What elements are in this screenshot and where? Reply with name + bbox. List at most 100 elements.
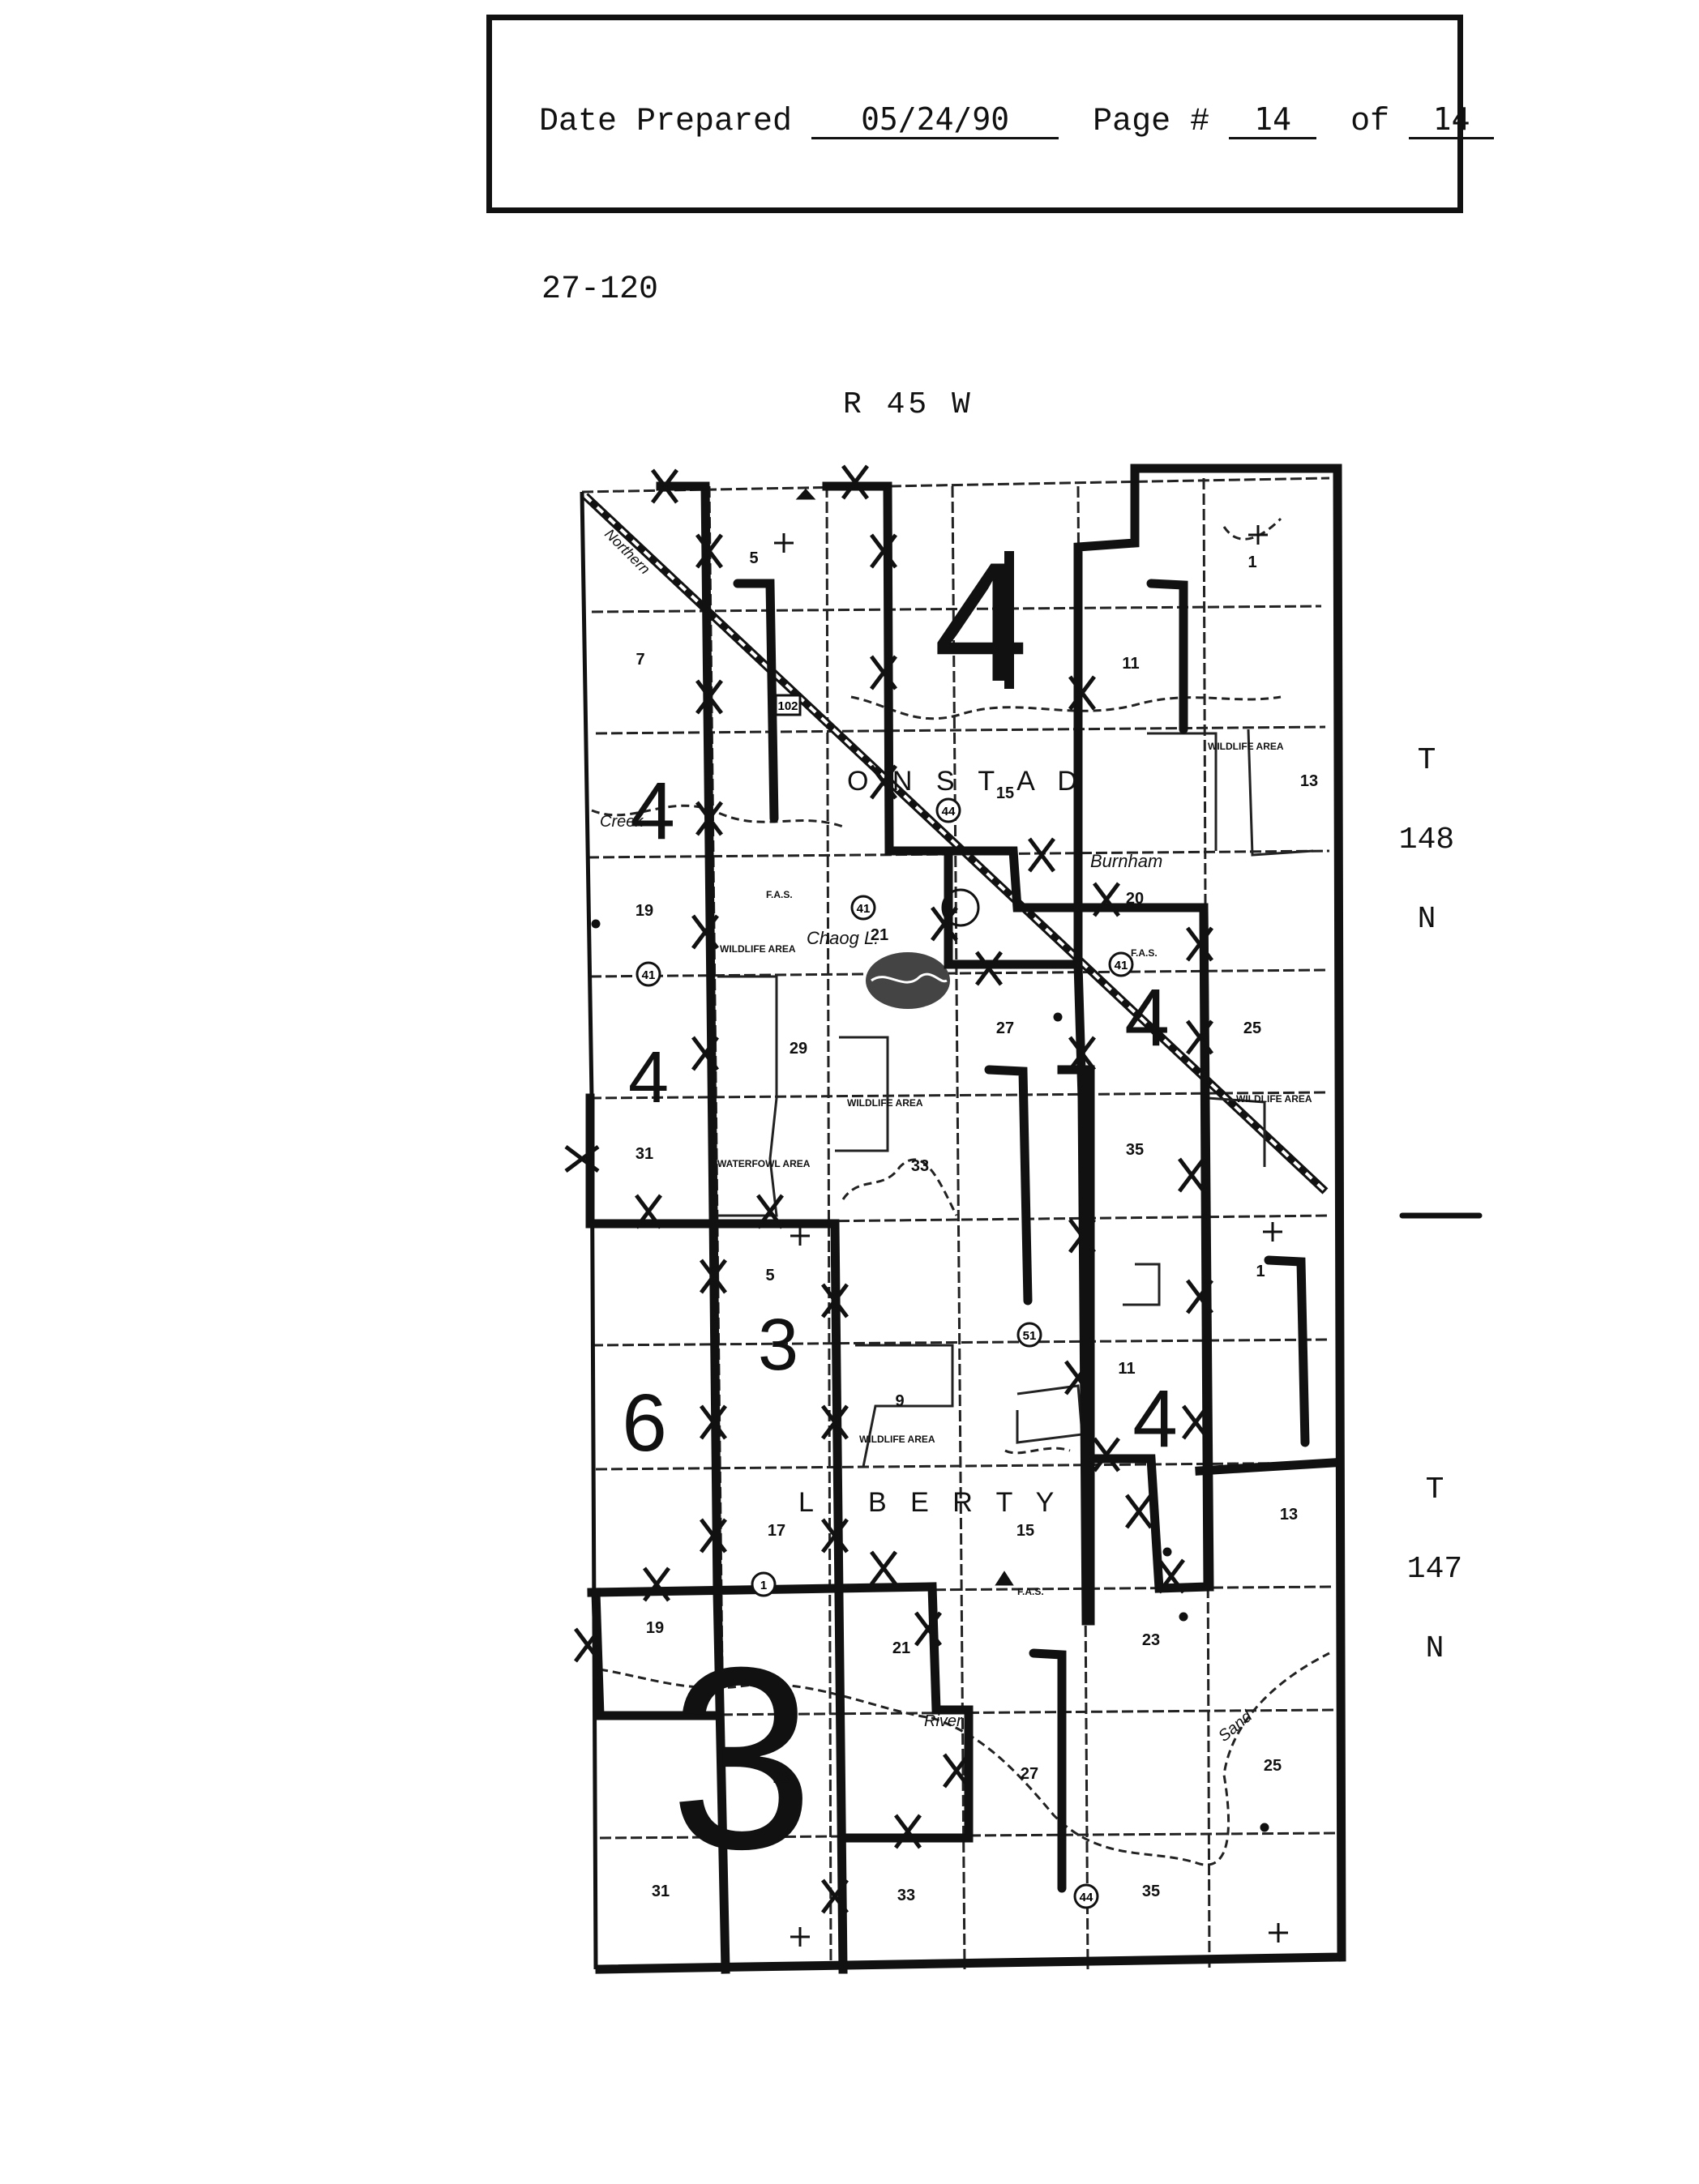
township-upper-number: 148 [1398,823,1455,857]
dot-marker [1260,1823,1269,1832]
svg-text:11: 11 [1122,655,1139,673]
district-number: 4 [628,1037,669,1118]
church-cross-icon [790,1927,810,1947]
route-shield-41-east: 41 [1108,951,1134,977]
fas-label: F.A.S. [1017,1586,1044,1597]
wildlife-area-label: WILDLIFE AREA [1236,1093,1312,1105]
route-shields: 102 44 41 41 41 51 1 44 [636,694,1134,1909]
svg-text:44: 44 [1080,1891,1093,1904]
svg-text:5: 5 [749,549,758,567]
place-burnham: Burnham [1090,851,1162,871]
church-cross-icon [1269,1923,1288,1943]
dot-marker [591,919,601,929]
place-creek: Creek [600,813,644,831]
township-lower-t: T [1425,1472,1444,1507]
district-boundaries [585,464,1346,1974]
district-number: 3 [670,1613,814,1903]
svg-text:15: 15 [996,784,1014,802]
township-lower-number: 147 [1406,1552,1463,1587]
header-box: Date Prepared 05/24/90 Page # 14 of 14 [486,15,1495,213]
route-shield-41-west: 41 [636,961,661,987]
svg-text:1: 1 [1248,553,1256,571]
hand-drawn-strokes [733,579,1483,1893]
place-lake: Chaog L. [807,928,879,948]
svg-text:17: 17 [768,1522,785,1540]
route-shield-41: 41 [850,895,876,921]
svg-text:33: 33 [911,1157,929,1175]
page-label: Page # [1093,104,1210,140]
range-label: R 45 W [843,387,974,422]
svg-text:41: 41 [857,902,871,916]
date-prepared-label: Date Prepared [539,104,793,140]
wildlife-area-label: WILDLIFE AREA [859,1434,935,1445]
page-total: 14 [1409,101,1495,139]
district-number: 4 [1132,1374,1178,1464]
svg-text:20: 20 [1126,890,1144,908]
svg-text:25: 25 [1264,1757,1282,1775]
township-lower-label: T 147 N [1386,1451,1483,1689]
svg-text:1: 1 [1256,1263,1265,1280]
school-icon [795,488,816,500]
document-code: 27-120 [541,271,659,308]
svg-text:21: 21 [892,1639,910,1657]
svg-text:29: 29 [773,1769,791,1787]
route-shield-1: 1 [751,1571,777,1597]
church-cross-icon [774,533,794,553]
township-name-onstad: O N S T A D [847,766,1085,797]
district-numbers: 4 4 4 4 3 6 4 3 [622,527,1178,1903]
svg-text:29: 29 [790,1040,807,1058]
svg-text:27: 27 [996,1019,1014,1037]
svg-text:31: 31 [652,1883,670,1900]
svg-text:31: 31 [636,1145,653,1163]
svg-text:1: 1 [760,1579,767,1592]
wildlife-area-label: WILDLIFE AREA [1208,741,1284,752]
of-label: of [1350,104,1390,140]
svg-text:41: 41 [642,968,656,982]
svg-text:27: 27 [1021,1765,1038,1783]
district-number: 3 [758,1305,798,1386]
township-upper-t: T [1417,743,1436,778]
route-shield-44-south: 44 [1073,1883,1099,1909]
svg-text:19: 19 [636,902,653,920]
svg-text:13: 13 [1300,772,1318,790]
district-number: 6 [622,1378,667,1468]
wildlife-area-label: WILDLIFE AREA [720,943,796,955]
svg-text:35: 35 [1142,1883,1160,1900]
area-labels: WILDLIFE AREA WILDLIFE AREA WILDLIFE ARE… [717,741,1312,1597]
dot-marker [1179,1612,1188,1622]
route-shield-102: 102 [774,694,802,716]
township-upper-label: T 148 N [1378,721,1475,960]
dot-marker [1053,1012,1063,1022]
junction-circle-icon [941,888,980,927]
svg-text:35: 35 [1126,1141,1144,1159]
church-cross-icon [790,1226,810,1246]
svg-text:44: 44 [942,805,956,818]
lake [866,952,950,1009]
svg-text:7: 7 [636,651,644,669]
wildlife-area-outlines [717,729,1314,1468]
page-number: 14 [1229,101,1317,139]
route-shield-51: 51 [1016,1322,1042,1348]
svg-text:33: 33 [897,1887,915,1904]
triangle-marker-icon [995,1571,1014,1586]
header-line: Date Prepared 05/24/90 Page # 14 of 14 [539,101,1495,140]
township-name-liberty: L I B E R T Y [798,1487,1062,1518]
fas-label: F.A.S. [766,889,793,900]
svg-text:5: 5 [765,1267,774,1284]
district-number: 4 [1124,972,1170,1063]
church-cross-icon [1263,1222,1282,1242]
date-prepared-value: 05/24/90 [811,101,1059,139]
fas-label: F.A.S. [1131,947,1158,959]
section-numbers-upper: 5 1 7 11 15 13 19 21 20 27 25 29 31 33 3… [636,549,1318,1175]
section-numbers-lower: 5 1 9 11 17 15 13 19 21 23 29 27 25 31 3… [646,1263,1298,1904]
dot-marker [1162,1547,1172,1557]
wildlife-area-label: WILDLIFE AREA [847,1097,923,1109]
township-upper-n: N [1417,902,1436,937]
svg-text:21: 21 [871,926,888,944]
place-river: River [924,1712,963,1730]
svg-text:25: 25 [1243,1019,1261,1037]
township-lower-n: N [1425,1631,1444,1666]
svg-text:51: 51 [1023,1329,1037,1343]
map-border [580,491,598,1970]
